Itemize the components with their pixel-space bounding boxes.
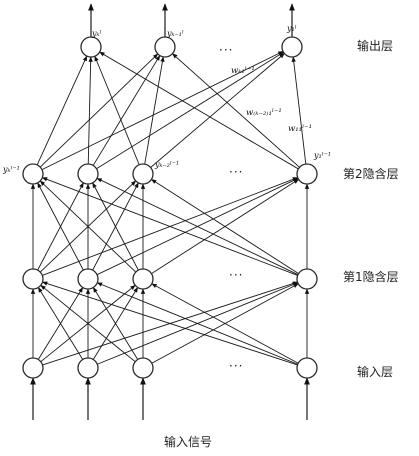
neuron-nodes [22, 36, 318, 379]
layer-label-output: 输出层 [357, 38, 393, 53]
label-out-2: yₖ₋₁ˡ [166, 29, 184, 38]
node-out-3 [281, 36, 303, 58]
input-signal-caption: 输入信号 [164, 434, 212, 449]
weight-label-3: w₁₁ˡ⁻¹ [288, 124, 312, 134]
ellipsis-input: ··· [229, 359, 243, 373]
layer-label-hidden1: 第1隐含层 [343, 269, 399, 284]
edge-h2-output-3-1 [94, 55, 140, 165]
edge-h2-output-3-3 [150, 53, 285, 168]
layer-label-input: 输入层 [357, 364, 393, 379]
edge-h1-h2-4-3 [150, 179, 299, 274]
edge-h1-h2-4-1 [41, 177, 298, 276]
edge-h2-output-4-3 [291, 56, 307, 165]
node-inp-4 [296, 357, 318, 379]
edge-input-h1-4-1 [41, 281, 298, 366]
node-h2-2 [77, 163, 99, 185]
node-h1-3 [132, 268, 154, 290]
node-inp-2 [77, 357, 99, 379]
node-h1-1 [22, 268, 44, 290]
node-inp-3 [132, 357, 154, 379]
edge-h1-h2-4-2 [96, 177, 299, 276]
node-h2-3 [132, 163, 154, 185]
node-h1-2 [77, 268, 99, 290]
node-out-2 [154, 36, 176, 58]
node-h2-4 [296, 163, 318, 185]
edge-input-h1-4-2 [96, 282, 298, 365]
edge-h2-output-1-3 [41, 50, 284, 171]
label-out-3: y₁ˡ [286, 24, 297, 33]
node-h2-1 [22, 163, 44, 185]
edge-h1-h2-3-2 [92, 182, 139, 271]
edge-h2-output-4-2 [172, 53, 300, 168]
edge-h2-output-2-1 [87, 56, 93, 165]
edge-h1-h2-3-1 [39, 180, 137, 273]
edge-input-h1-3-2 [92, 287, 139, 360]
weight-label-2: w₍ₖ₋₂₎₁ˡ⁻¹ [246, 108, 282, 118]
node-out-1 [80, 36, 102, 58]
weight-label-1: wₖ₁ˡ⁻¹ [231, 66, 255, 76]
ellipsis-output: ··· [219, 43, 233, 57]
edge-input-h1-4-3 [151, 283, 299, 364]
edge-h2-output-3-2 [144, 56, 165, 165]
label-out-1: yₖˡ [91, 29, 101, 38]
io-arrows [30, 3, 310, 420]
label-h2-3: yₖ₋₂ˡ⁻¹ [154, 160, 179, 169]
label-h2-4: y₁ˡ⁻¹ [313, 151, 331, 160]
connection-edges [30, 50, 310, 366]
edge-h1-h2-2-1 [37, 182, 84, 271]
edge-h2-output-2-3 [96, 51, 284, 170]
layer-label-hidden2: 第2隐含层 [343, 166, 399, 181]
edge-h2-output-2-2 [92, 55, 161, 166]
node-h1-4 [296, 268, 318, 290]
edge-h2-output-4-1 [99, 51, 299, 170]
node-inp-1 [22, 357, 44, 379]
edge-input-h1-2-1 [37, 287, 84, 360]
edge-input-h1-3-1 [40, 284, 136, 363]
ellipsis-hidden2: ··· [229, 165, 243, 179]
ellipsis-hidden1: ··· [229, 268, 243, 282]
label-h2-1: yₖˡ⁻¹ [2, 165, 20, 174]
edge-h2-output-1-2 [39, 53, 159, 168]
edge-h2-output-1-1 [36, 55, 88, 166]
